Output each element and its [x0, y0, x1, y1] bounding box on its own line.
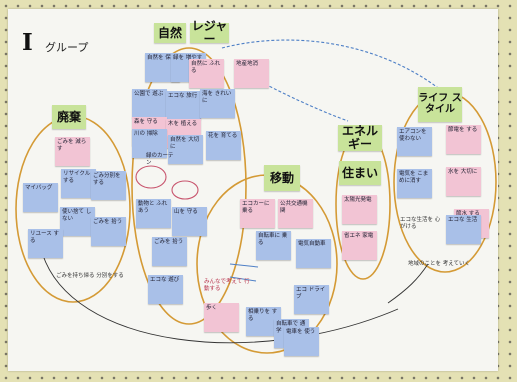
sticky-note: エアコンを 使わない [397, 127, 432, 156]
sticky-note: 海を きれいに [200, 89, 235, 118]
handwritten-note: ごみを持ち帰る 分別をする [56, 273, 124, 279]
sticky-note: 自転車に 乗る [256, 231, 291, 260]
sticky-note: エコな 生活 [446, 215, 481, 244]
arrow-line-blue [221, 39, 447, 95]
marker-circle [135, 165, 167, 189]
sticky-note: 動物と ふれあう [136, 199, 171, 228]
sticky-note: 自然に ふれる [189, 59, 224, 88]
sticky-note: 公園で 遊ぶ [132, 89, 167, 118]
sticky-note: エコな 遊び [148, 275, 183, 304]
sticky-note: 水を 大切に [446, 167, 481, 196]
handwritten-note: みんなで考えて 行動する [204, 279, 250, 292]
sticky-note: ごみを 拾う [91, 217, 126, 246]
paper-board: I グループ 自然 レジャー 廃棄 移動 エネルギー 住まい ライフ スタイル … [8, 9, 498, 371]
sticky-note: 電気を こまめに消す [397, 169, 432, 198]
sticky-note: 川の 掃除 [132, 129, 167, 158]
label-shizen: 自然 [154, 23, 186, 43]
label-lifestyle: ライフ スタイル [418, 87, 462, 122]
sticky-note: 花を 育てる [206, 131, 241, 160]
board-subtitle: グループ [45, 41, 89, 54]
sticky-note: 電気自動車 [296, 239, 331, 268]
sticky-note: リサイクル する [61, 169, 96, 198]
sticky-note: 公共交通機関 [278, 199, 313, 228]
marker-circle [171, 180, 199, 200]
sticky-note: エコな 旅行 [166, 91, 201, 120]
arrow-line-black [387, 263, 429, 304]
sticky-note: エコカーに 乗る [240, 199, 275, 228]
sticky-note: 電車を 使う [284, 327, 319, 356]
label-sumai: 住まい [339, 161, 381, 185]
sticky-note: 歩く [204, 303, 239, 332]
handwritten-note: エコな生活を 心がける [400, 217, 441, 230]
sticky-note: ごみ分別を する [91, 171, 126, 200]
sticky-note: 地産地消 [234, 59, 269, 88]
arrow-line-blue [264, 83, 349, 122]
arrow-line-black [40, 248, 399, 344]
label-haiki: 廃棄 [52, 105, 86, 129]
sticky-note: エコ ドライブ [294, 285, 329, 314]
sticky-note: リユース する [28, 229, 63, 258]
sticky-note: 太陽光発電 [342, 195, 377, 224]
sticky-note: ごみを 拾う [152, 237, 187, 266]
board-title: I [22, 29, 33, 56]
sticky-note: 省エネ 家電 [342, 231, 377, 260]
sticky-note: マイバッグ [23, 183, 58, 212]
arrow-line-blue [229, 276, 257, 282]
handwritten-note: 地域のことを 考えていく [408, 261, 470, 267]
marker-lines [15, 39, 497, 354]
group-outline-shizen [131, 47, 247, 325]
sticky-note: ごみを 減らす [55, 137, 90, 166]
label-ido: 移動 [264, 165, 300, 191]
sticky-note: 自然を 大切に [168, 135, 203, 164]
sticky-note: 緑のカーテン [146, 153, 174, 166]
sticky-note: 節電を する [446, 125, 481, 154]
sticky-note: 使い捨て しない [60, 207, 95, 236]
label-leisure: レジャー [190, 19, 229, 46]
sticky-note: 山を 守る [172, 207, 207, 236]
arrow-line-blue [229, 263, 259, 268]
label-energy: エネルギー [338, 125, 382, 151]
